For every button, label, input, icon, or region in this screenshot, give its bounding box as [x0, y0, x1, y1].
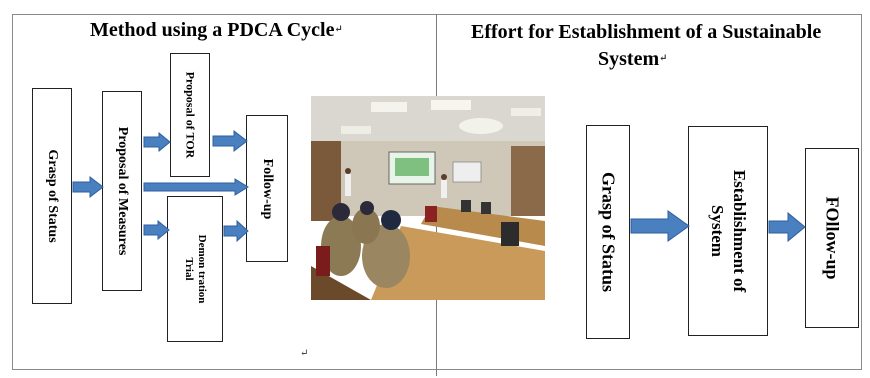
arrow-right-icon	[768, 212, 806, 242]
meeting-room-photo	[311, 96, 545, 300]
demonstration-label: Demon tration Trial	[183, 234, 208, 304]
establishment-label: Establishment of System	[708, 169, 749, 293]
arrow-right-icon	[72, 176, 104, 198]
grasp-status-box: Grasp of Status	[32, 88, 72, 304]
left-title-text: Method using a PDCA Cycle	[90, 19, 335, 41]
right-title-line2-text: System	[598, 48, 660, 70]
right-title-line1: Effort for Establishment of a Sustainabl…	[471, 21, 822, 43]
demonstration-box: Demon tration Trial	[167, 196, 223, 342]
arrow-long-right-icon	[143, 178, 249, 196]
right-grasp-status-box: Grasp of Status	[586, 125, 630, 339]
paragraph-mark: ↵	[659, 53, 668, 64]
follow-up-box: Follow-up	[246, 115, 288, 262]
right-grasp-status-label: Grasp of Status	[598, 171, 619, 293]
arrow-right-icon	[143, 220, 170, 240]
paragraph-mark: ↵	[334, 24, 343, 35]
right-title-line2: System↵	[598, 47, 668, 71]
proposal-measures-box: Proposal of Measures	[102, 91, 142, 291]
follow-up-label: Follow-up	[260, 158, 275, 219]
right-follow-up-label: FOllow-up	[822, 196, 843, 280]
grasp-status-label: Grasp of Status	[45, 149, 60, 243]
paragraph-mark: ↵	[300, 348, 309, 359]
left-title: Method using a PDCA Cycle↵	[90, 18, 343, 42]
right-follow-up-box: FOllow-up	[805, 148, 859, 328]
proposal-tor-label: Proposal of TOR	[183, 71, 198, 159]
arrow-right-icon	[143, 132, 171, 152]
arrow-right-icon	[212, 130, 248, 152]
proposal-measures-label: Proposal of Measures	[115, 126, 130, 256]
arrow-right-icon	[630, 210, 690, 242]
arrow-right-icon	[223, 220, 249, 242]
establishment-box: Establishment of System	[688, 126, 768, 336]
document-frame	[12, 14, 862, 370]
proposal-tor-box: Proposal of TOR	[170, 53, 210, 177]
